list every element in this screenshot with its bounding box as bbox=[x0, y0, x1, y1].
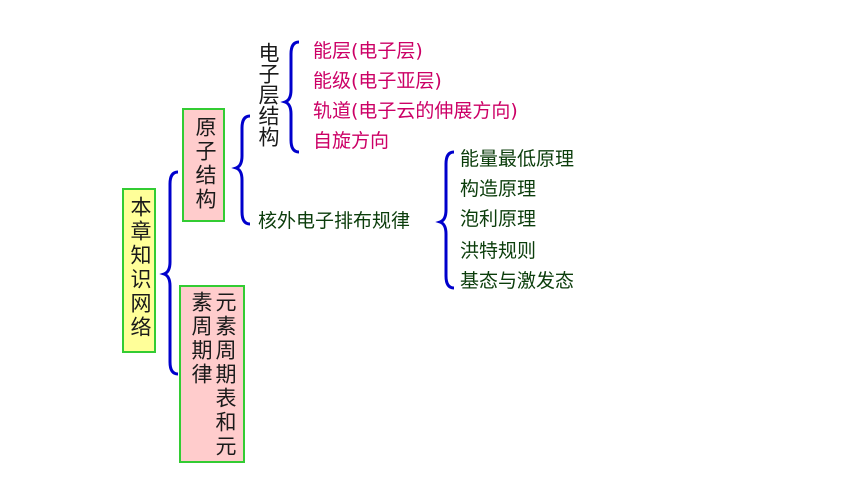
periodic-label-line1: 元素周期表和元 bbox=[213, 291, 237, 459]
shell-item-orbital: 轨道(电子云的伸展方向) bbox=[313, 100, 518, 122]
configuration-item-ground-excited: 基态与激发态 bbox=[460, 270, 575, 292]
shell-structure-label: 电子层结构 bbox=[256, 42, 280, 147]
periodic-node: 元素周期表和元素周期律 bbox=[179, 285, 245, 463]
shell-item-sublevel: 能级(电子亚层) bbox=[313, 70, 442, 92]
configuration-label: 核外电子排布规律 bbox=[258, 210, 411, 232]
root-node: 本章知识网络 bbox=[122, 188, 156, 353]
root-brace bbox=[159, 170, 179, 376]
configuration-item-hund: 洪特规则 bbox=[460, 240, 537, 262]
atom-brace bbox=[231, 114, 251, 226]
periodic-label: 元素周期表和元素周期律 bbox=[189, 291, 237, 459]
configuration-item-lowest-energy: 能量最低原理 bbox=[460, 148, 575, 170]
shell-item-spin: 自旋方向 bbox=[313, 130, 390, 152]
shell-item-energy-level: 能层(电子层) bbox=[313, 40, 423, 62]
shell-brace bbox=[280, 40, 300, 154]
atom-structure-node: 原子结构 bbox=[182, 108, 225, 222]
configuration-item-pauli: 泡利原理 bbox=[460, 208, 537, 230]
atom-structure-label: 原子结构 bbox=[193, 116, 217, 212]
root-label: 本章知识网络 bbox=[128, 196, 152, 340]
configuration-item-aufbau: 构造原理 bbox=[460, 178, 537, 200]
configuration-brace bbox=[435, 150, 455, 290]
periodic-label-line2: 素周期律 bbox=[189, 291, 213, 387]
